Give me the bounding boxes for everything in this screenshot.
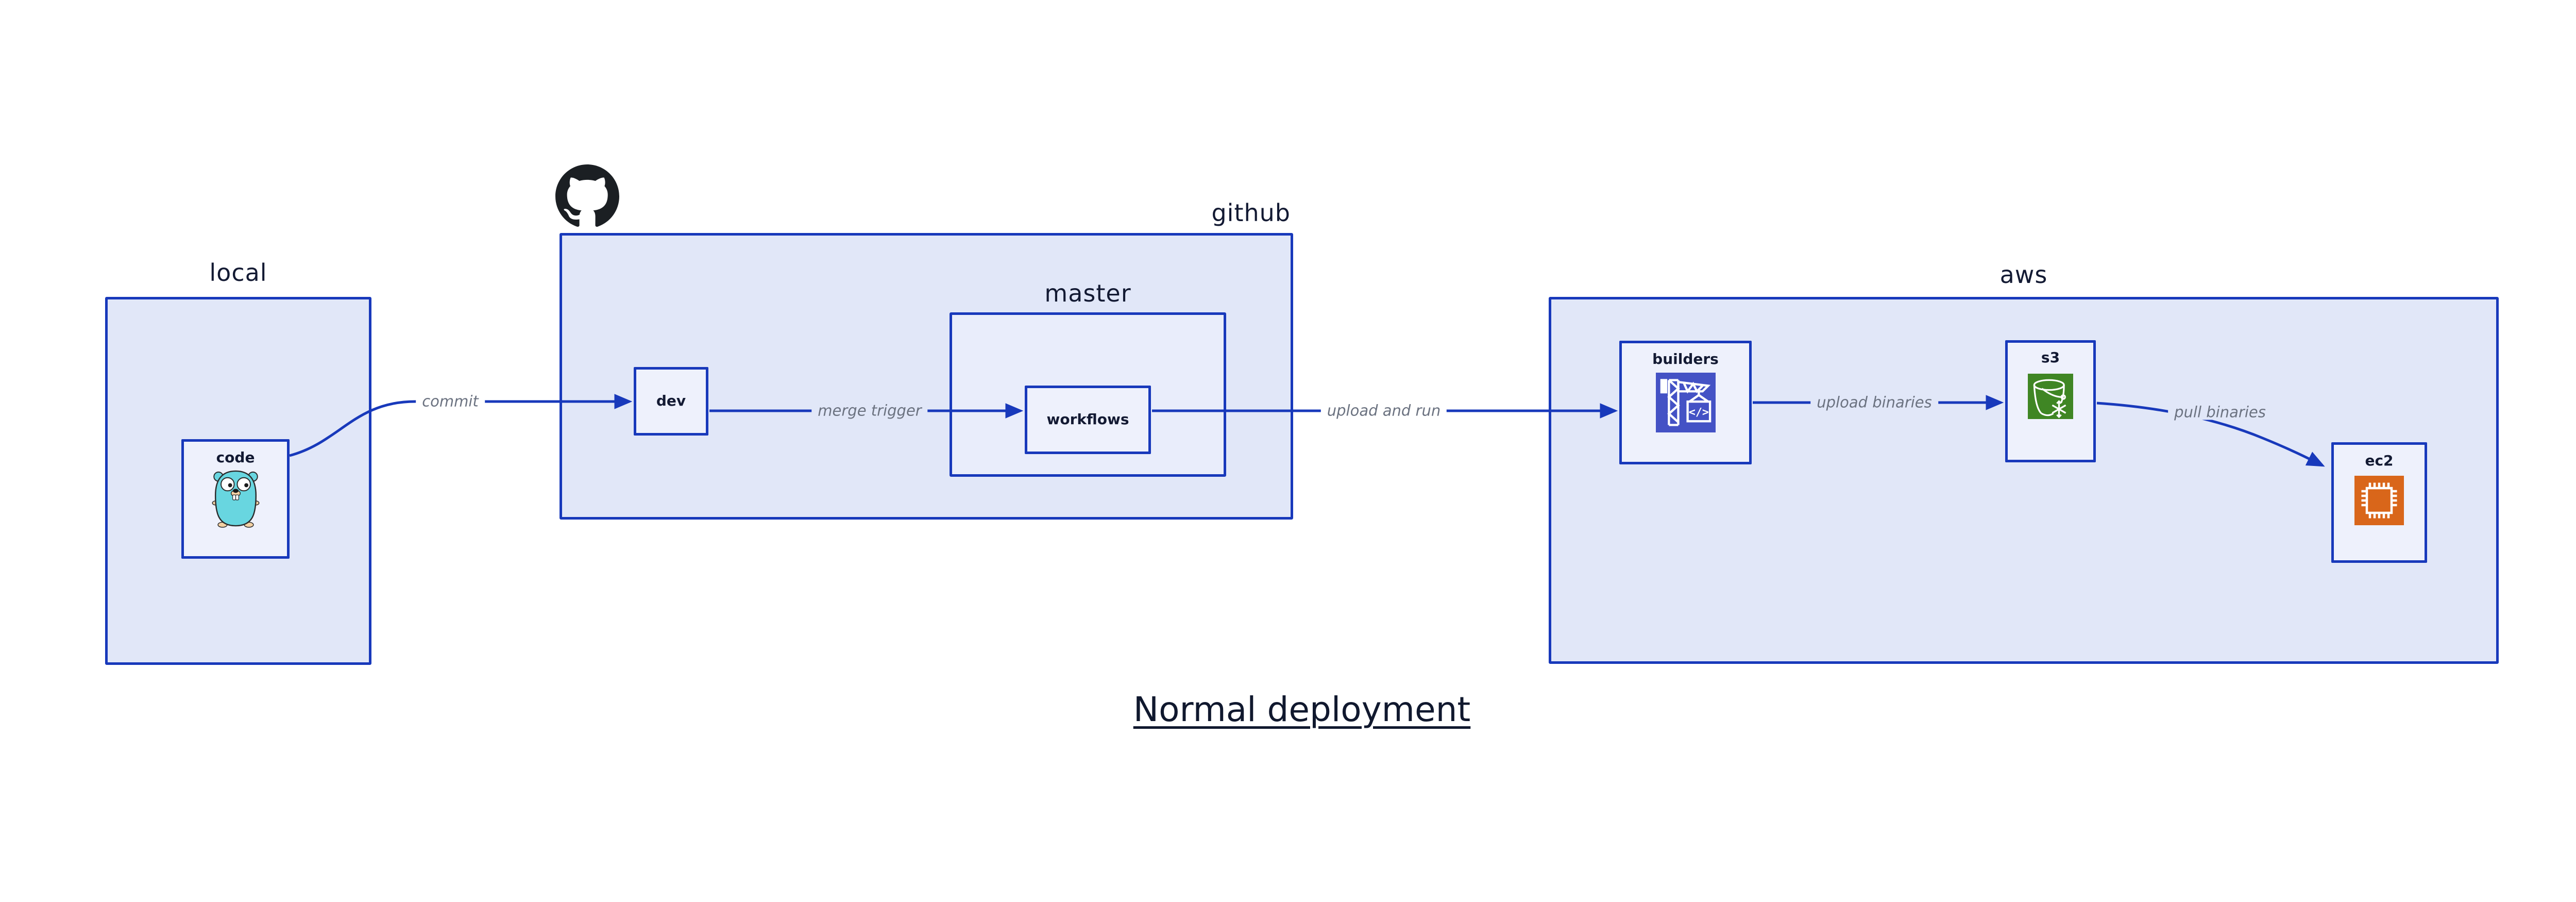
node-s3-label: s3 <box>2041 349 2060 366</box>
node-workflows: workflows <box>1025 386 1151 454</box>
github-octocat-icon <box>555 164 619 227</box>
group-github-label: github <box>1211 199 1291 227</box>
node-code: code <box>181 439 290 559</box>
group-local-label: local <box>209 259 267 287</box>
group-aws-label: aws <box>1999 261 2048 289</box>
node-ec2: ec2 <box>2331 442 2427 563</box>
go-gopher-icon <box>212 470 259 528</box>
ec2-chip-icon <box>2354 475 2404 525</box>
group-master-label: master <box>1044 279 1131 307</box>
diagram-title: Normal deployment <box>1133 690 1471 729</box>
node-ec2-label: ec2 <box>2365 452 2394 469</box>
node-s3: s3 <box>2005 340 2096 462</box>
edge-label-commit: commit <box>416 394 485 409</box>
s3-bucket-snowflake-icon <box>2028 373 2073 419</box>
node-workflows-label: workflows <box>1046 411 1129 428</box>
node-dev-label: dev <box>656 392 686 410</box>
node-builders: builders </> <box>1619 341 1752 464</box>
node-code-label: code <box>216 449 255 466</box>
codebuild-code-glyph: </> <box>1688 406 1708 419</box>
edge-label-pull-binaries: pull binaries <box>2168 405 2272 420</box>
aws-codebuild-crane-icon: </> <box>1655 372 1716 432</box>
edge-label-upload-binaries: upload binaries <box>1810 395 1938 410</box>
node-dev: dev <box>634 367 708 436</box>
edge-label-upload-and-run: upload and run <box>1320 403 1447 419</box>
edge-label-merge-trigger: merge trigger <box>811 403 928 419</box>
node-builders-label: builders <box>1652 350 1719 368</box>
